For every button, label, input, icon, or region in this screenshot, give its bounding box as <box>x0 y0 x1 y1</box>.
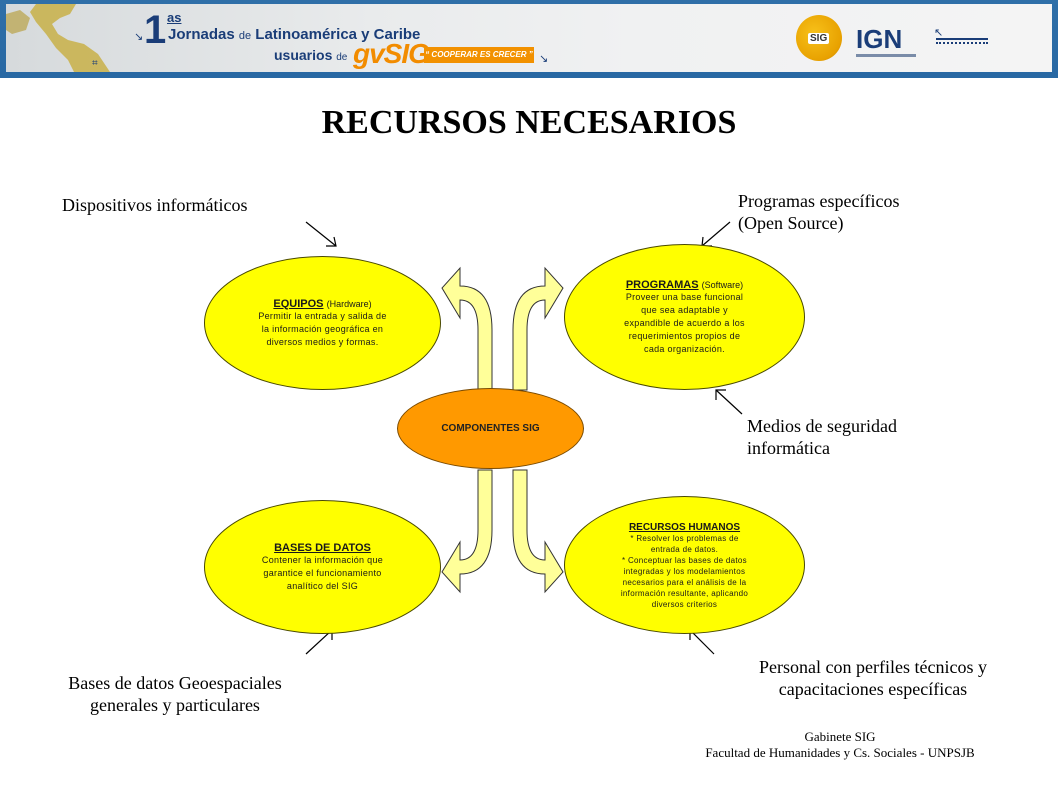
node-programas-body: Proveer una base funcional que sea adapt… <box>624 291 745 354</box>
edition-suffix: as <box>167 10 182 25</box>
footer-line-1: Gabinete SIG <box>804 729 876 744</box>
pointer-arrow-personal <box>689 629 715 655</box>
bullet-arrow-icon: ↖ <box>934 26 944 39</box>
node-recursos-body: * Resolver los problemas de entrada de d… <box>620 533 749 609</box>
banner-panel: ⌗ ↘ 1 as Jornadas de Latinoamérica y Car… <box>6 4 1052 72</box>
node-equipos: EQUIPOS (Hardware) Permitir la entrada y… <box>204 256 441 390</box>
bullet-arrow-icon: ↘ <box>134 30 144 43</box>
header-banner: ⌗ ↘ 1 as Jornadas de Latinoamérica y Car… <box>0 0 1058 78</box>
node-recursos-title: RECURSOS HUMANOS <box>628 521 741 533</box>
footer-credit: Gabinete SIG Facultad de Humanidades y C… <box>640 729 1040 761</box>
node-bases-title: BASES DE DATOS <box>274 541 371 554</box>
label-dispositivos: Dispositivos informáticos <box>62 195 248 215</box>
block-arrow-bottom-left <box>441 469 493 594</box>
node-bases-de-datos: BASES DE DATOS Contener la información q… <box>204 500 441 634</box>
event-subtitle: usuarios de <box>274 47 348 63</box>
motto-badge: “ COOPERAR ES CRECER ” <box>424 47 534 63</box>
block-arrow-bottom-right <box>512 469 564 594</box>
ign-underline <box>856 54 916 57</box>
decorative-lines <box>936 38 988 44</box>
node-componentes-sig: COMPONENTES SIG <box>397 388 584 469</box>
edition-number: 1 <box>144 8 167 52</box>
pointer-arrow-medios <box>715 389 743 415</box>
label-programas: Programas específicos (Open Source) <box>738 191 900 233</box>
node-bases-body: Contener la información que garantice el… <box>261 554 384 591</box>
footer-line-2: Facultad de Humanidades y Cs. Sociales -… <box>705 745 975 760</box>
node-programas: PROGRAMAS (Software) Proveer una base fu… <box>564 244 805 390</box>
page-title: RECURSOS NECESARIOS <box>321 104 737 141</box>
block-arrow-top-right <box>512 266 564 391</box>
pointer-arrow-dispositivos <box>305 221 337 247</box>
pointer-arrow-programas <box>701 221 731 247</box>
sig-logo-text: SIG <box>808 33 830 44</box>
gvsig-logo: gvSIG <box>353 38 430 69</box>
node-equipos-title: EQUIPOS <box>273 297 324 310</box>
label-personal: Personal con perfiles técnicos y capacit… <box>759 657 987 699</box>
latin-america-map-icon: ⌗ <box>6 4 110 72</box>
label-bases-geoespaciales: Bases de datos Geoespaciales generales y… <box>68 673 282 715</box>
block-arrow-top-left <box>441 266 493 391</box>
node-equipos-body: Permitir la entrada y salida de la infor… <box>258 310 387 347</box>
bullet-arrow-icon: ↘ <box>539 52 549 65</box>
ign-logo: IGN <box>856 24 903 54</box>
node-programas-title: PROGRAMAS <box>625 278 699 291</box>
pointer-arrow-bases <box>305 629 333 655</box>
label-medios-seguridad: Medios de seguridad informática <box>747 416 897 458</box>
node-recursos-humanos: RECURSOS HUMANOS * Resolver los problema… <box>564 496 805 634</box>
svg-text:⌗: ⌗ <box>92 58 98 69</box>
event-name: Jornadas de Latinoamérica y Caribe <box>168 26 421 43</box>
